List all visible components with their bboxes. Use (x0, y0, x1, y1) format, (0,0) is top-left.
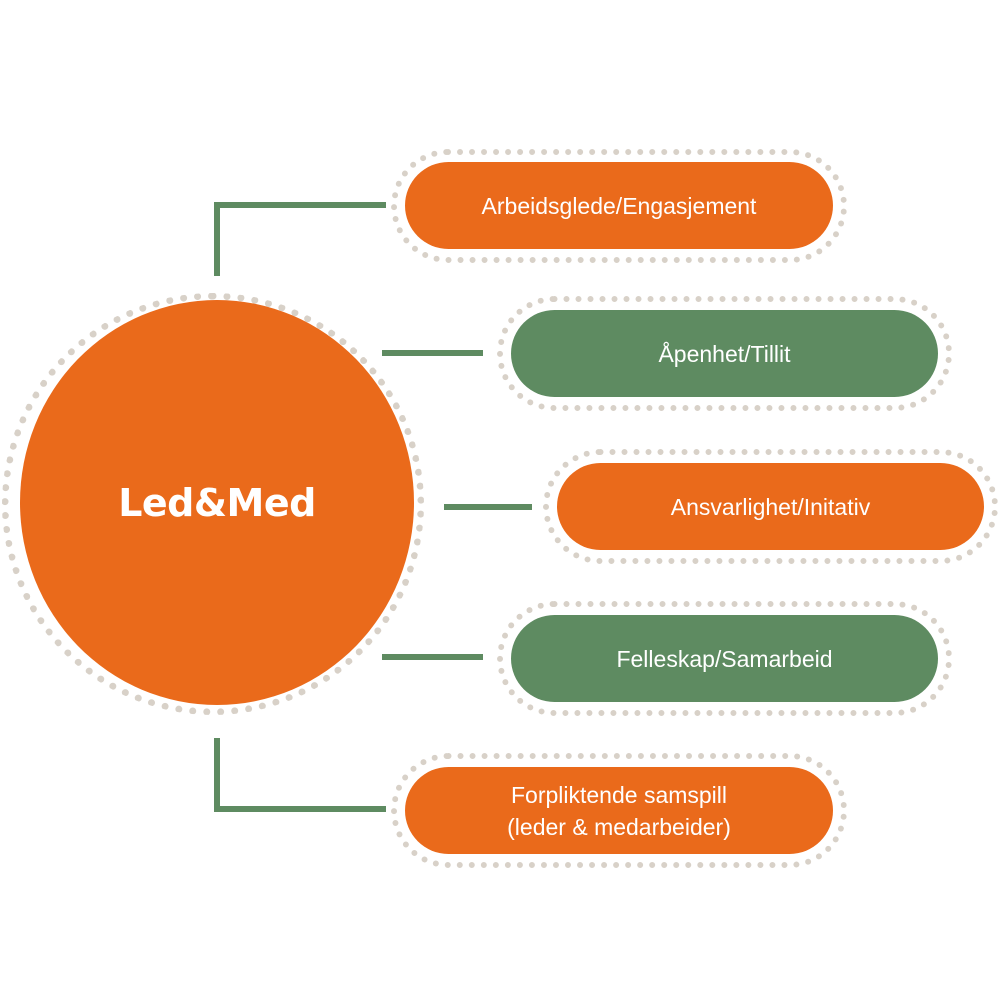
connector-5 (214, 738, 386, 812)
item-1-label: Arbeidsglede/Engasjement (481, 192, 757, 219)
item-5-pill: Forpliktende samspill (leder & medarbeid… (405, 767, 833, 854)
item-5-label: Forpliktende samspill (leder & medarbeid… (507, 781, 731, 840)
item-1-pill: Arbeidsglede/Engasjement (405, 162, 833, 249)
item-4-label: Felleskap/Samarbeid (616, 645, 833, 672)
item-2-dotted-ring (497, 296, 952, 411)
item-4-dotted-ring (497, 601, 952, 716)
hub-label: Led&Med (118, 480, 316, 525)
item-3-label: Ansvarlighet/Initativ (670, 493, 871, 520)
item-2-pill: Åpenhet/Tillit (511, 310, 938, 397)
connector-1 (214, 202, 386, 276)
hub-dotted-ring (2, 293, 424, 715)
item-3-pill: Ansvarlighet/Initativ (557, 463, 984, 550)
item-3-dotted-ring (543, 449, 998, 564)
hub-circle: Led&Med (20, 300, 414, 705)
item-1-dotted-ring (391, 149, 847, 263)
item-5-dotted-ring (391, 753, 847, 868)
item-4-pill: Felleskap/Samarbeid (511, 615, 938, 702)
item-2-label: Åpenhet/Tillit (658, 340, 791, 367)
